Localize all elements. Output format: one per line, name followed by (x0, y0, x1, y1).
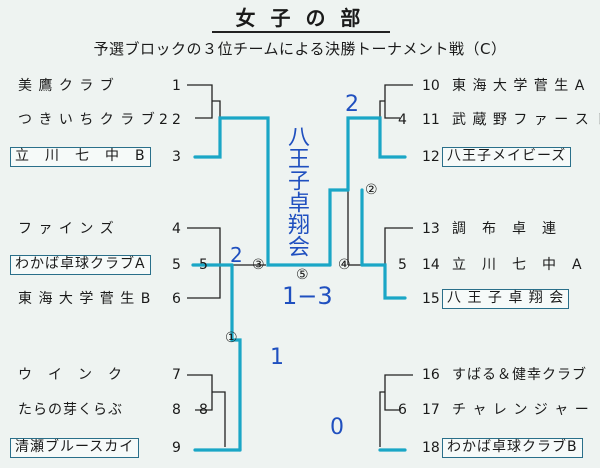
left-seed-7: 7 (172, 367, 181, 383)
left-seed-3: 3 (172, 149, 181, 165)
right-seed-11: 11 (422, 112, 440, 128)
left-seed-9: 9 (172, 440, 181, 456)
right-team-14: 立 川 七 中 A (452, 257, 583, 273)
round-label-2: ② (365, 182, 378, 198)
right-match-number: 5 (398, 257, 407, 273)
round-label-5: ⑤ (296, 267, 309, 283)
left-team-8: たらの芽くらぶ (18, 402, 123, 418)
right-team-18: わかば卓球クラブB (442, 438, 583, 458)
left-seed-5: 5 (172, 257, 181, 273)
handwritten-score-left-bottom: 1 (270, 345, 284, 370)
left-seed-2: 2 (172, 112, 181, 128)
page-title: 女 子 の 部 (235, 6, 365, 30)
handwritten-score-left-top: 2 (230, 243, 243, 267)
page-subtitle: 予選ブロックの３位チームによる決勝トーナメント戦（C） (93, 40, 507, 58)
left-team-5: わかば卓球クラブA (10, 255, 151, 275)
right-team-12: 八王子メイビーズ (442, 147, 572, 167)
right-seed-10: 10 (422, 78, 440, 94)
title-underline (212, 31, 390, 33)
left-seed-1: 1 (172, 78, 181, 94)
left-team-2: つ き い ち ク ラ ブ (18, 112, 156, 128)
right-team-11: 武 蔵 野 フ ァ ー ス ト (452, 112, 600, 128)
round-label-1: ① (225, 330, 238, 346)
left-team-3: 立 川 七 中 B (10, 147, 151, 167)
right-match-number: 4 (398, 112, 407, 128)
right-team-15: 八 王 子 卓 翔 会 (442, 289, 570, 309)
handwritten-score-right-bottom: 0 (330, 415, 344, 440)
right-team-13: 調 布 卓 連 (452, 221, 557, 237)
right-seed-13: 13 (422, 221, 440, 237)
right-team-16: すばる＆健幸クラブ (452, 367, 587, 383)
left-match-number: 5 (199, 257, 208, 273)
left-team-1: 美 鷹 ク ラ ブ (18, 78, 115, 94)
left-team-6: 東 海 大 学 菅 生 B (18, 291, 152, 307)
right-seed-14: 14 (422, 257, 440, 273)
round-label-3: ③ (252, 257, 265, 273)
round-label-4: ④ (338, 257, 351, 273)
right-match-number: 6 (398, 402, 407, 418)
handwritten-score-right-top: 2 (345, 92, 359, 117)
left-team-9: 清瀬ブルースカイ (10, 438, 140, 458)
right-team-17: チ ャ レ ン ジ ャ ー (452, 402, 590, 418)
right-seed-18: 18 (422, 440, 440, 456)
handwritten-final-score: 1−3 (282, 282, 333, 310)
right-seed-17: 17 (422, 402, 440, 418)
right-seed-15: 15 (422, 291, 440, 307)
left-seed-4: 4 (172, 221, 181, 237)
left-match-number: 2 (159, 112, 168, 128)
left-team-7: ウ イ ン ク (18, 367, 123, 383)
right-team-10: 東 海 大 学 菅 生 A (452, 78, 586, 94)
left-team-4: フ ァ イ ン ズ (18, 221, 115, 237)
left-seed-6: 6 (172, 291, 181, 307)
left-seed-8: 8 (172, 402, 181, 418)
left-match-number: 8 (199, 402, 208, 418)
right-seed-12: 12 (422, 149, 440, 165)
right-seed-16: 16 (422, 367, 440, 383)
handwritten-champion: 八王子卓翔会 (284, 125, 309, 257)
